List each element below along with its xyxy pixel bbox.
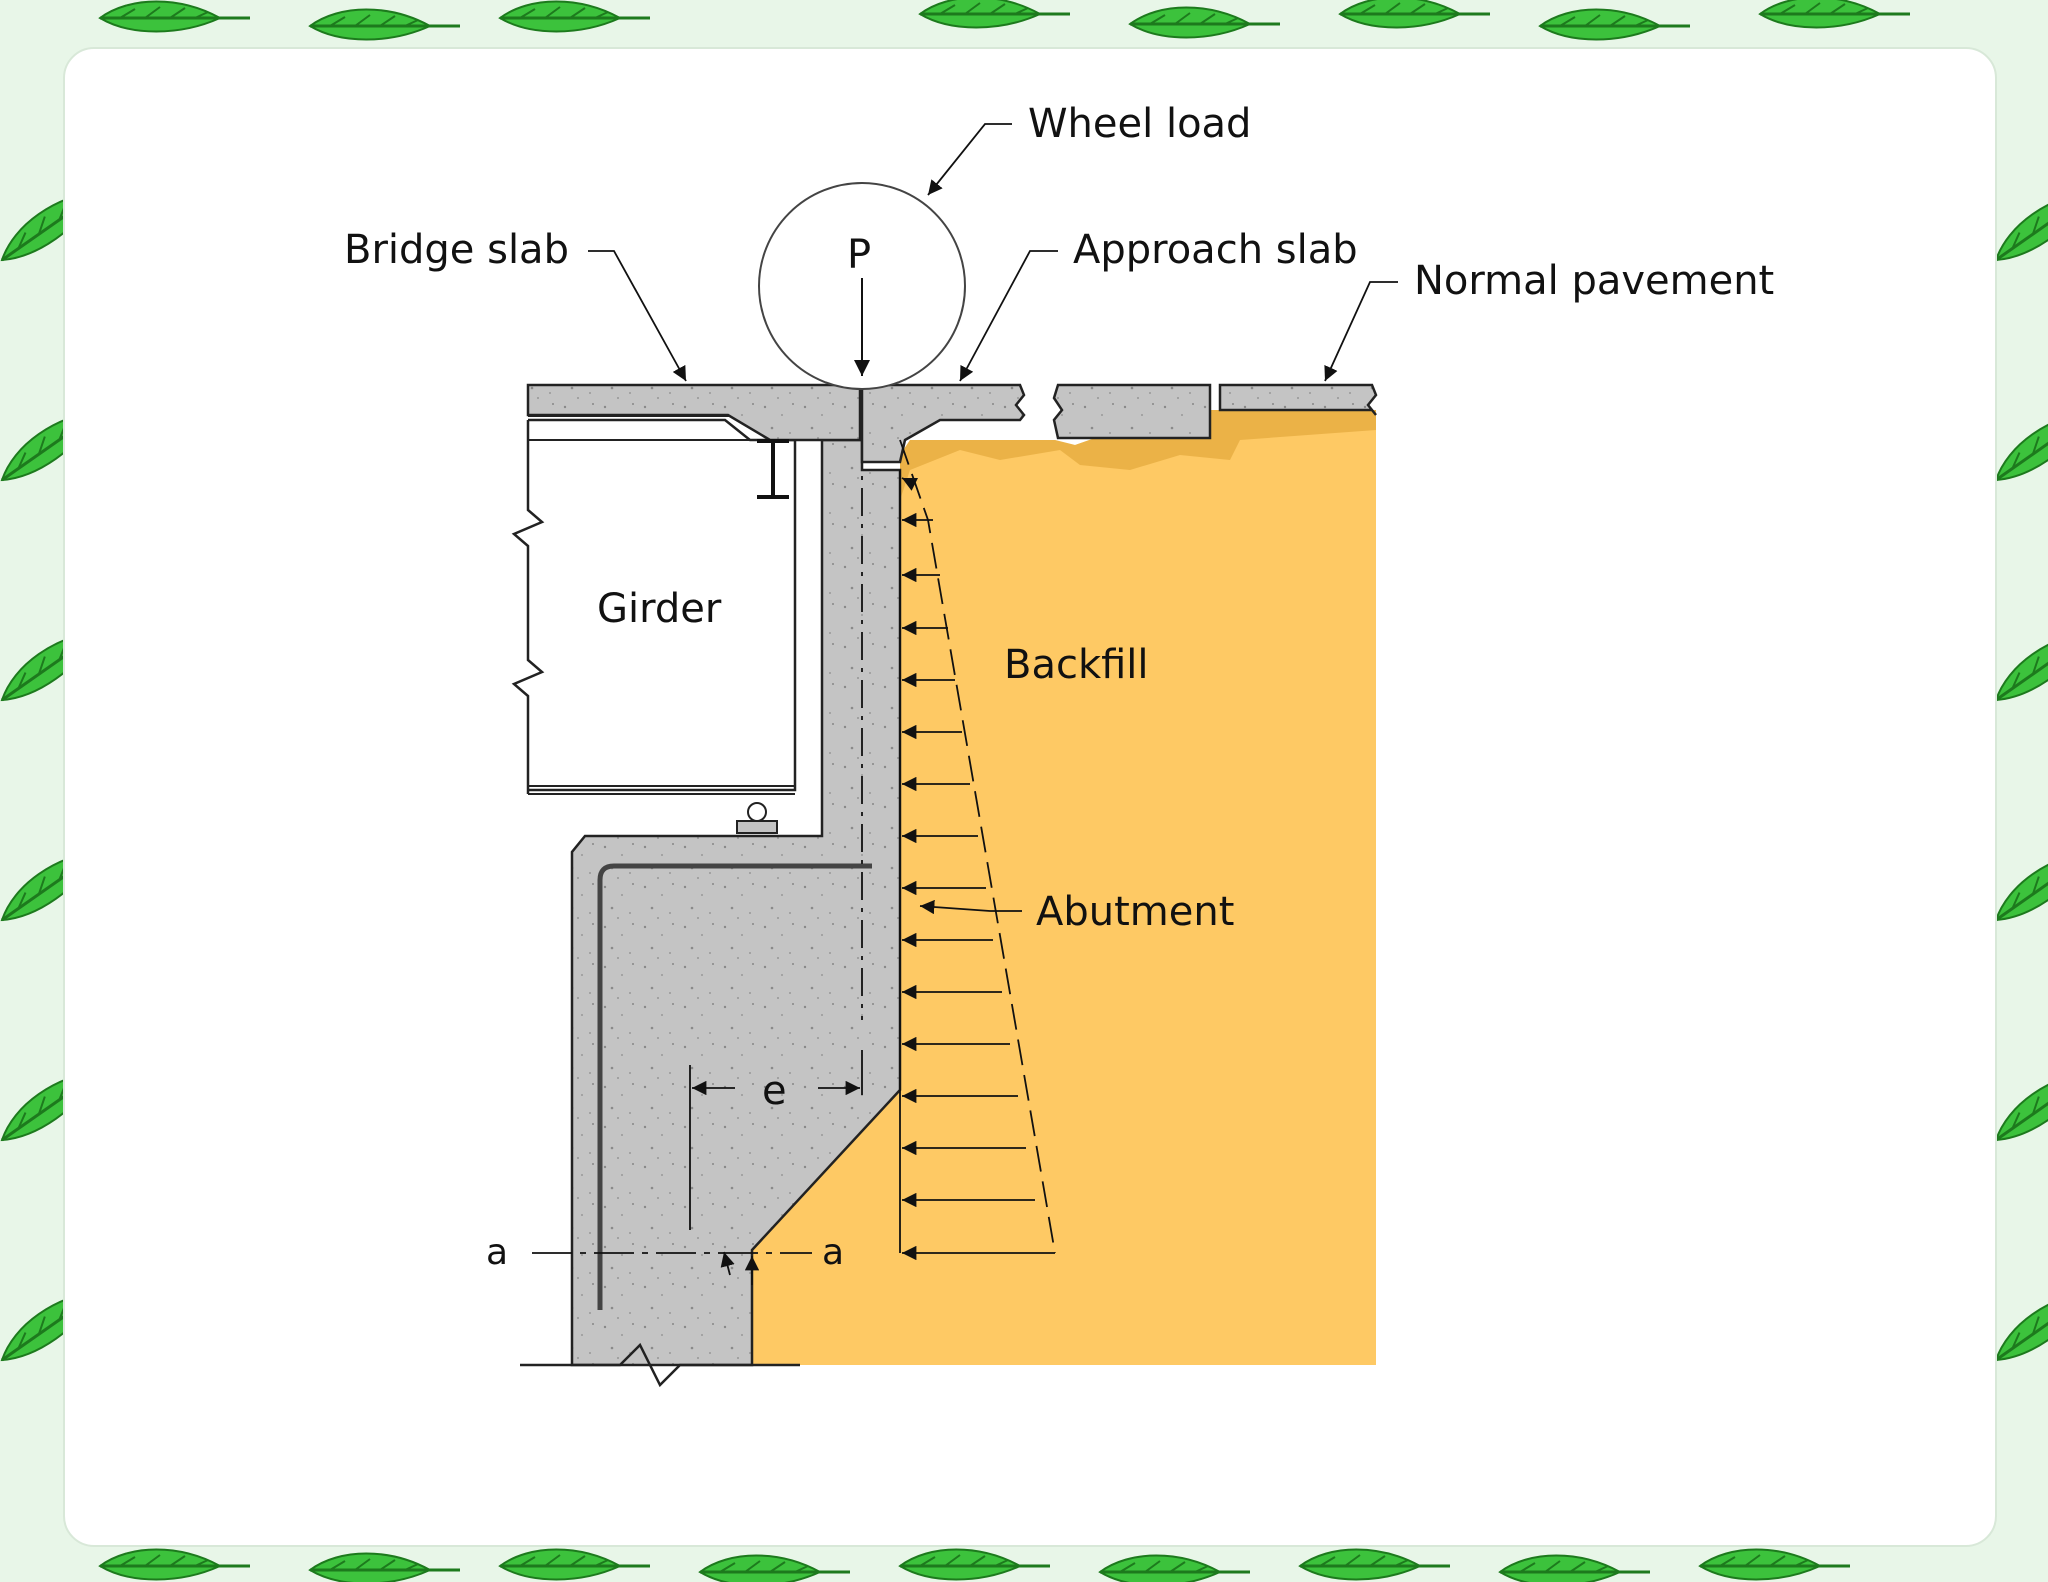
approach-slab-label: Approach slab (1073, 227, 1358, 273)
leaf-icon (1698, 1548, 1852, 1581)
bearing-pad (736, 820, 778, 834)
leaf-icon (498, 0, 652, 33)
leaf-icon (1758, 0, 1912, 29)
eccentricity-dimension (689, 1050, 863, 1230)
abutment-label: Abutment (1036, 889, 1234, 935)
leaf-icon (698, 1554, 852, 1582)
normal-pavement-label: Normal pavement (1414, 258, 1774, 304)
leaf-icon (918, 0, 1072, 29)
girder-label: Girder (597, 586, 722, 632)
leader-lines (588, 123, 1398, 915)
leaf-icon (98, 1548, 252, 1581)
leaf-icon (98, 0, 252, 33)
leaf-icon (1298, 1548, 1452, 1581)
section-right-label: a (822, 1232, 844, 1273)
backfill-soil (752, 410, 1376, 1365)
backfill-label: Backfill (1004, 642, 1149, 688)
wheel-load-label: Wheel load (1028, 101, 1251, 147)
backfill-compacted-top (900, 410, 1376, 500)
leaf-icon (1498, 1554, 1652, 1582)
leaf-icon (1338, 0, 1492, 29)
earth-pressure-diagram (899, 439, 1056, 1261)
section-line-a-a (532, 1251, 812, 1285)
girder (511, 415, 797, 834)
approach-slab (860, 383, 1026, 464)
bridge-slab-label: Bridge slab (344, 227, 569, 273)
i-beam-symbol (757, 439, 789, 499)
leaf-icon (1098, 1554, 1252, 1582)
bearing (747, 802, 767, 822)
leaf-icon (1538, 8, 1692, 41)
normal-pavement-edge (1218, 383, 1378, 416)
section-left-label: a (486, 1232, 508, 1273)
leaf-icon (898, 1548, 1052, 1581)
leaf-icon (1128, 6, 1282, 39)
reinforcing-bar (597, 863, 872, 1310)
leaf-icon (308, 1552, 462, 1582)
eccentricity-label: e (762, 1068, 787, 1114)
abutment-break-line (520, 1342, 800, 1388)
normal-pavement (1052, 383, 1212, 440)
leaf-icon (308, 8, 462, 41)
load-symbol-label: P (847, 232, 871, 278)
leaf-icon (498, 1548, 652, 1581)
